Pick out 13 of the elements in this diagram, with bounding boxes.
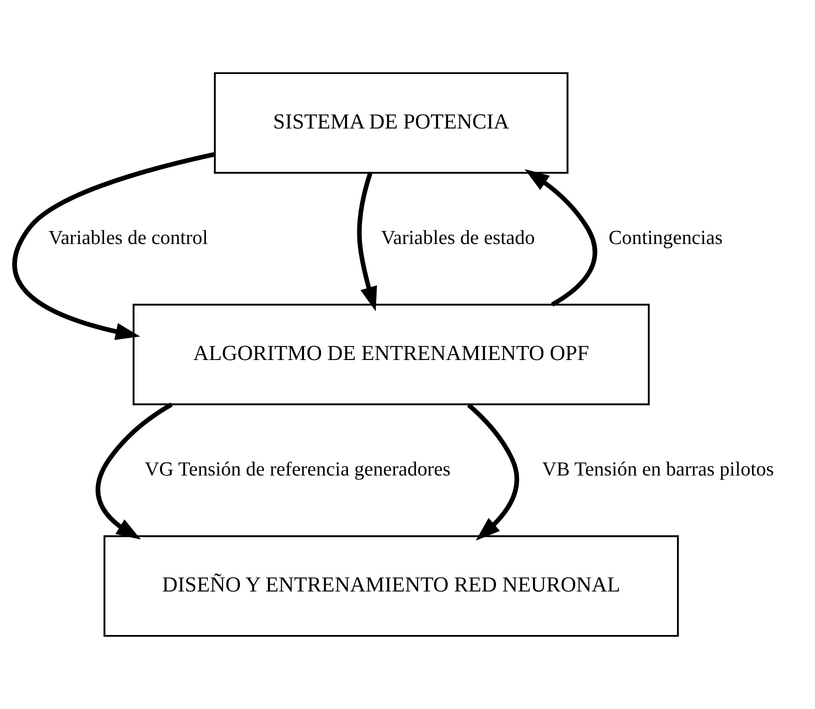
- edge-label: Variables de estado: [380, 226, 535, 249]
- arrow: [357, 172, 377, 312]
- edge-label: VG Tensión de referencia generadores: [144, 458, 451, 480]
- arrow: [524, 169, 598, 307]
- node-box: DISEÑO Y ENTRENAMIENTO RED NEURONAL: [104, 535, 679, 637]
- node-box: ALGORITMO DE ENTRENAMIENTO OPF: [132, 304, 650, 406]
- arrow: [467, 403, 520, 541]
- edge-label: Contingencias: [608, 226, 723, 249]
- edge-label: Variables de control: [48, 226, 208, 249]
- node-box: SISTEMA DE POTENCIA: [214, 72, 568, 174]
- arrow: [12, 152, 216, 340]
- edge-label: VB Tensión en barras pilotos: [542, 458, 774, 480]
- arrow: [96, 402, 173, 540]
